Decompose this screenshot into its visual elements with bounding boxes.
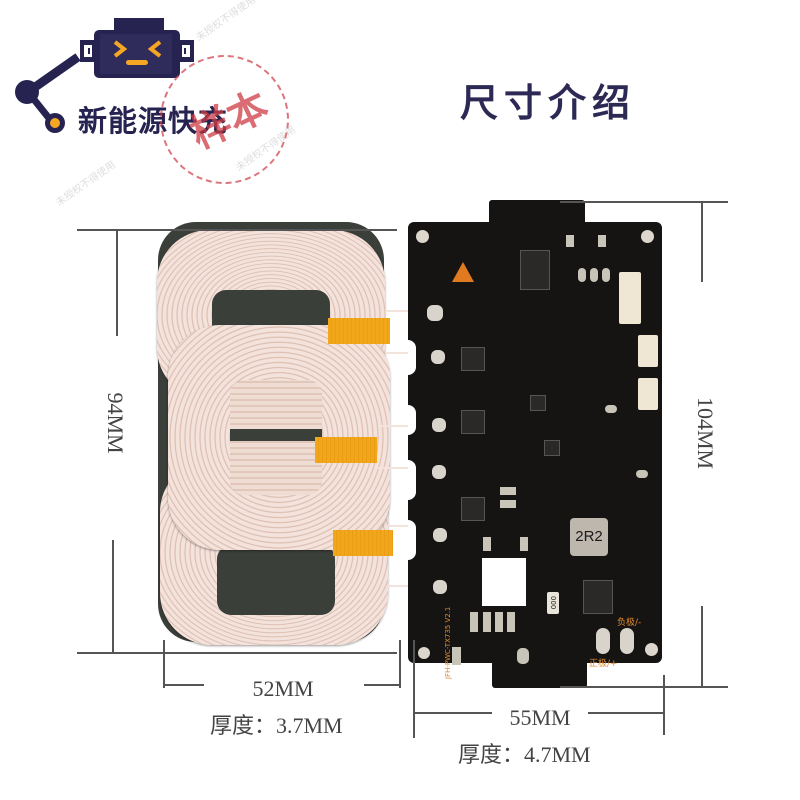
dimension-line (701, 202, 703, 282)
dimension-line (77, 229, 397, 231)
mounting-hole (418, 647, 430, 659)
smd-component (602, 268, 610, 282)
smd-component (520, 537, 528, 551)
brand-text: 新能源快充 (78, 104, 229, 138)
coil-bottom-core (217, 545, 335, 615)
smd-component (598, 235, 606, 247)
dimension-line (701, 606, 703, 686)
pcb-height-label: 104MM (693, 396, 718, 470)
coil-width-label: 52MM (252, 676, 314, 701)
jst-connector (638, 335, 658, 367)
pcb-model-silkscreen: JFH-PWC-TX735 V2.1 (444, 606, 452, 679)
negative-terminal-label: 负极/- (617, 618, 642, 628)
dimension-line (364, 684, 400, 686)
mounting-hole (645, 643, 658, 656)
negative-power-pad (620, 628, 634, 654)
mosfet-chip (461, 497, 485, 521)
coil-assembly: 94MM 52MM 厚度：3.7MM (77, 222, 430, 738)
inductor-2r2: 2R2 (570, 518, 608, 556)
smd-component (483, 612, 491, 632)
dimension-line (413, 640, 415, 738)
mosfet-chip (461, 410, 485, 434)
coil-solder-pad (431, 350, 445, 364)
dimension-line (116, 230, 118, 336)
coil-solder-pad (433, 528, 447, 542)
mounting-hole (416, 230, 429, 243)
coil-thickness-label: 厚度：3.7MM (210, 713, 343, 738)
pcb-notch (408, 405, 416, 435)
coil-solder-pad (427, 305, 443, 321)
smd-component (605, 405, 617, 413)
main-ic-chip (520, 250, 550, 290)
smd-component (566, 235, 574, 247)
dimension-line (560, 686, 728, 688)
pcb-notch (408, 460, 416, 500)
smd-component (517, 648, 529, 664)
jst-connector (638, 378, 658, 410)
smd-component (507, 612, 515, 632)
smd-component (495, 612, 503, 632)
smd-component (470, 612, 478, 632)
page-title: 尺寸介绍 (460, 81, 637, 125)
pcb-width-label: 55MM (509, 705, 571, 730)
dimension-line (399, 640, 401, 688)
dimension-line (588, 712, 664, 714)
regulator-chip (583, 580, 613, 614)
positive-terminal-label: 正极/+ (589, 659, 618, 669)
smd-component (483, 537, 491, 551)
kapton-tape (328, 318, 390, 344)
dimension-line (112, 540, 114, 652)
small-ic-chip (530, 395, 546, 411)
pcb-bottom-tab (492, 660, 587, 688)
pcb-cutout (482, 558, 526, 606)
robot-logo-icon (15, 18, 194, 133)
pcb-notch (408, 340, 416, 375)
dimension-line (663, 675, 665, 735)
positive-power-pad (596, 628, 610, 654)
mosfet-chip (461, 347, 485, 371)
kapton-tape (333, 530, 393, 556)
pcb-top-tab (489, 200, 585, 226)
coil-middle-gap (230, 429, 322, 441)
dimension-line (163, 640, 165, 688)
smd-component (636, 470, 648, 478)
esd-warning-icon (452, 262, 474, 282)
dimension-line (164, 684, 204, 686)
smd-component (500, 487, 516, 495)
fpc-connector (619, 272, 641, 324)
coil-solder-pad (432, 418, 446, 432)
pcb-thickness-label: 厚度：4.7MM (458, 742, 591, 767)
coil-solder-pad (432, 465, 446, 479)
dimension-line (77, 652, 397, 654)
dimension-line (560, 201, 728, 203)
pcb-notch (408, 520, 416, 560)
mounting-hole (641, 230, 654, 243)
small-ic-chip (544, 440, 560, 456)
resistor-000: 000 (547, 592, 559, 614)
brand-logo: 新能源快充 样本 未授权不得使用 未授权不得使用 未授权不得使用 (0, 0, 304, 209)
smd-component (590, 268, 598, 282)
dimension-line (414, 712, 492, 714)
smd-component (578, 268, 586, 282)
kapton-tape (315, 437, 377, 463)
smd-component (500, 500, 516, 508)
coil-solder-pad (433, 580, 447, 594)
smd-component (452, 647, 461, 665)
